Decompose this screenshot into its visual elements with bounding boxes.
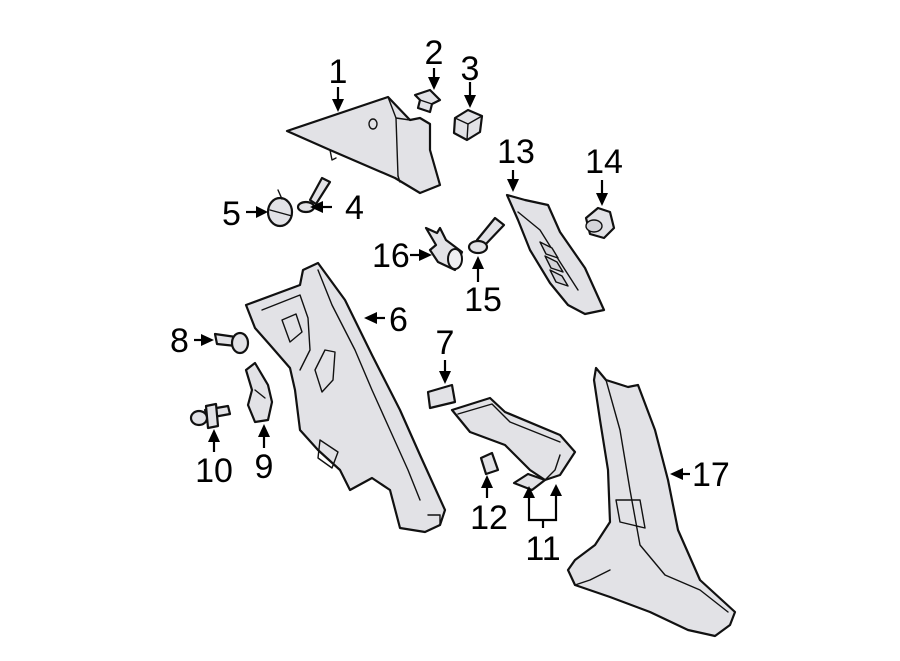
callout-17: 17 xyxy=(692,456,730,494)
part-1-upper-trim-panel xyxy=(285,95,442,195)
callout-9: 9 xyxy=(255,448,274,486)
part-2-clip xyxy=(413,88,442,114)
callout-12: 12 xyxy=(470,499,508,537)
part-8-fastener xyxy=(213,331,250,355)
leader-lines xyxy=(194,68,690,528)
part-5-cap xyxy=(266,189,294,228)
callout-10: 10 xyxy=(195,452,233,490)
callout-1: 1 xyxy=(329,53,348,91)
part-12-clip xyxy=(479,451,500,476)
part-11-sill-plate xyxy=(450,396,577,492)
callout-8: 8 xyxy=(170,322,189,360)
callout-6: 6 xyxy=(389,301,408,339)
part-15-push-pin xyxy=(467,216,506,255)
callout-11: 11 xyxy=(525,530,560,568)
part-10-bolt xyxy=(189,402,232,430)
callout-16: 16 xyxy=(372,237,410,275)
part-7-pad xyxy=(426,383,457,410)
part-16-bracket xyxy=(424,226,464,272)
callout-2: 2 xyxy=(425,34,444,72)
callout-3: 3 xyxy=(461,50,480,88)
callout-13: 13 xyxy=(497,133,535,171)
callout-5: 5 xyxy=(222,195,241,233)
part-6-quarter-trim xyxy=(244,261,447,534)
callout-15: 15 xyxy=(464,281,502,319)
part-17-pillar-lower-trim xyxy=(566,366,737,638)
callout-7: 7 xyxy=(436,324,455,362)
callout-4: 4 xyxy=(345,189,364,227)
part-9-clip xyxy=(244,361,274,424)
callout-labels: 1 2 3 4 5 6 7 8 9 10 11 12 13 14 15 16 1… xyxy=(170,34,730,568)
part-13-pillar-trim xyxy=(505,193,606,316)
part-14-grommet xyxy=(584,206,616,240)
callout-14: 14 xyxy=(585,143,623,181)
part-3-nut xyxy=(452,108,484,142)
